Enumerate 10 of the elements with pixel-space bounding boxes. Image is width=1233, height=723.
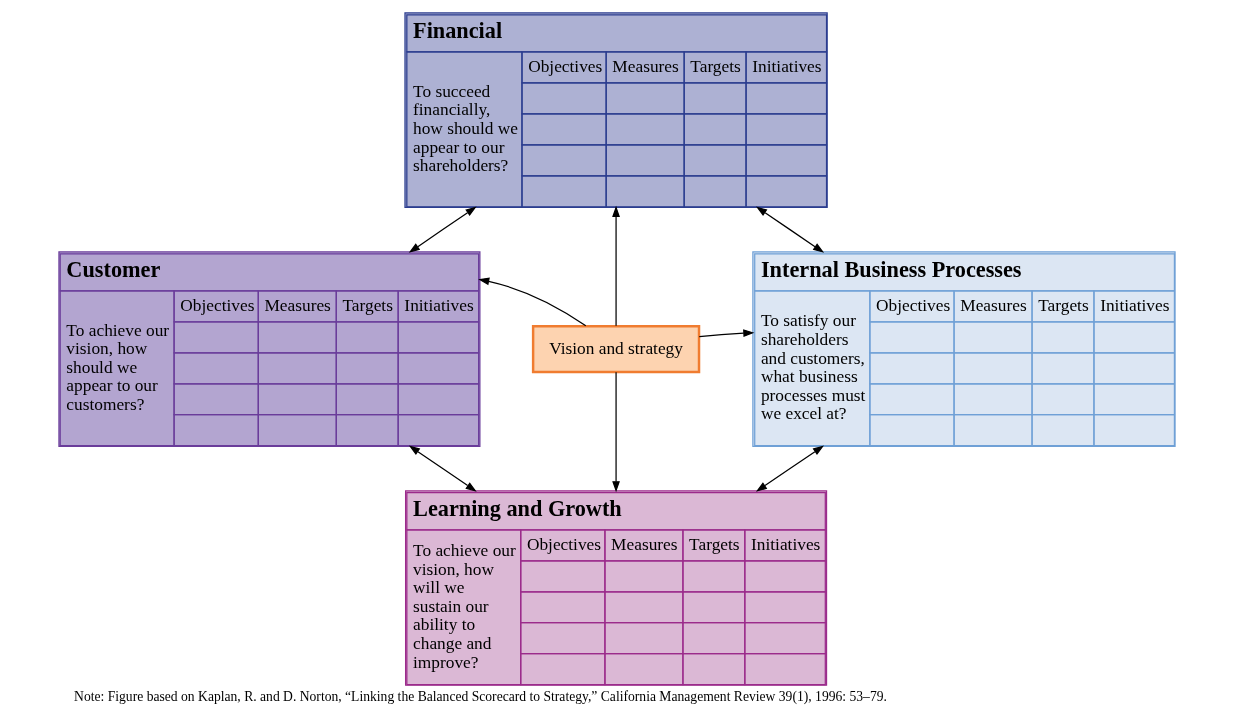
arrow — [408, 445, 477, 492]
caption: Note: Figure based on Kaplan, R. and D. Norton, “Linking the Balanced Scorecard to Strategy,” California Management Review 39(1), 1996: 53–79. — [73, 689, 887, 705]
node-box: Vision and strategy — [531, 325, 700, 374]
arrow — [477, 277, 586, 327]
arrow — [611, 371, 620, 493]
arrow — [698, 329, 754, 338]
arrow — [755, 206, 824, 253]
arrow — [755, 445, 824, 492]
arrow — [611, 205, 620, 327]
arrow — [408, 206, 477, 253]
